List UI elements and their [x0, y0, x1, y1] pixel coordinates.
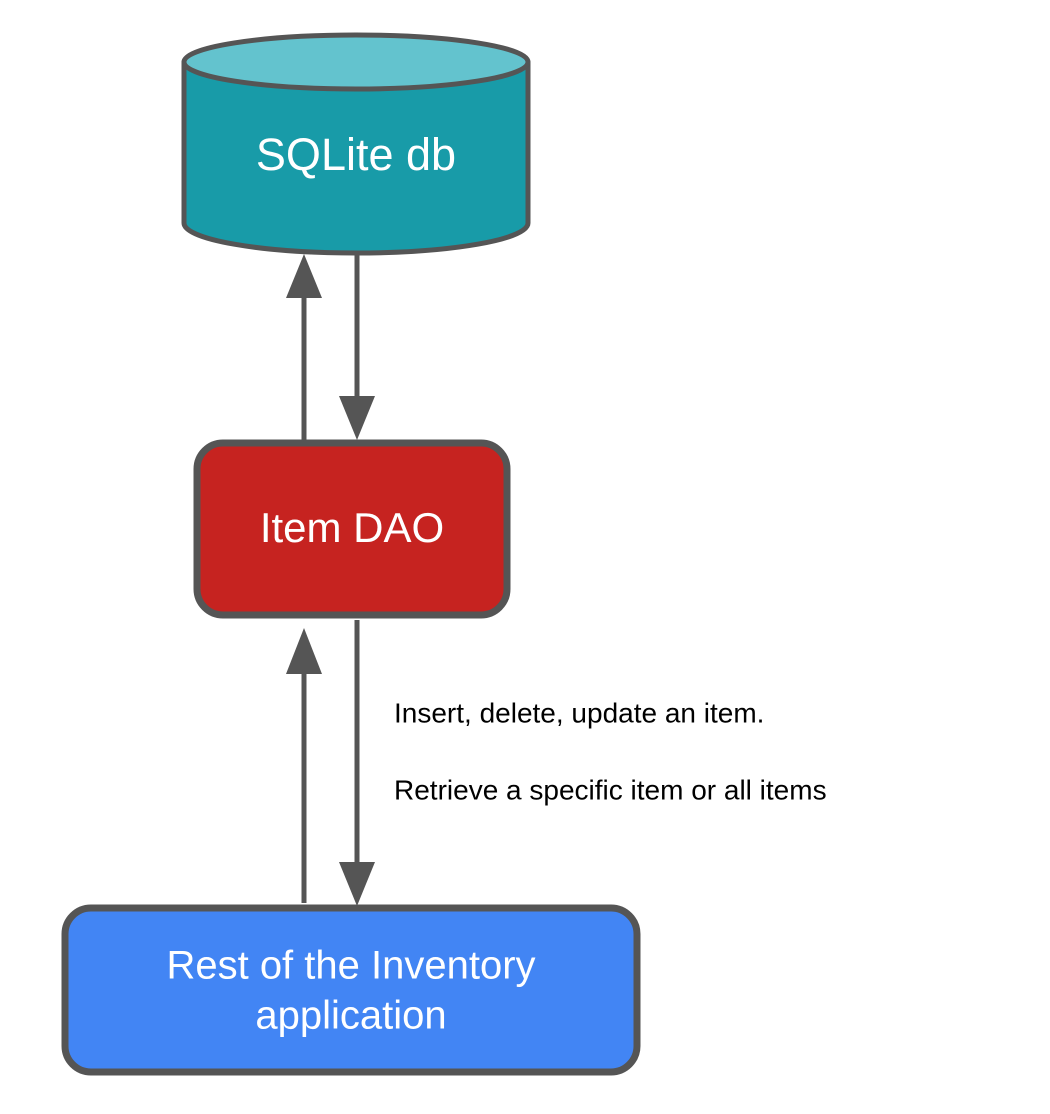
node-item-dao[interactable]: Item DAO — [193, 439, 511, 619]
item-dao-label: Item DAO — [260, 504, 444, 551]
node-sqlite-db[interactable]: SQLite db — [181, 32, 531, 256]
arrowhead-down-to-dao — [339, 396, 375, 440]
arrowhead-up-to-db — [286, 254, 322, 298]
arrowhead-down-to-app — [339, 862, 375, 906]
sqlite-db-label: SQLite db — [256, 129, 456, 180]
edge-app-to-dao — [286, 628, 322, 903]
rest-of-app-box — [61, 904, 641, 1076]
rest-of-app-label-line-1: Rest of the Inventory — [166, 944, 535, 988]
cylinder-top-ellipse — [181, 32, 531, 92]
item-dao-box — [193, 439, 511, 619]
edge-label-write: Insert, delete, update an item. — [394, 697, 764, 728]
rest-of-app-label-line-2: application — [255, 994, 446, 1038]
edge-dao-to-app — [339, 620, 375, 906]
edge-label-read: Retrieve a specific item or all items — [394, 774, 827, 805]
cylinder-body — [181, 59, 531, 256]
arrowhead-up-to-dao — [286, 628, 322, 674]
edge-dao-to-db — [286, 254, 322, 440]
node-rest-of-app[interactable]: Rest of the Inventory application — [61, 904, 641, 1076]
edge-db-to-dao — [339, 252, 375, 440]
